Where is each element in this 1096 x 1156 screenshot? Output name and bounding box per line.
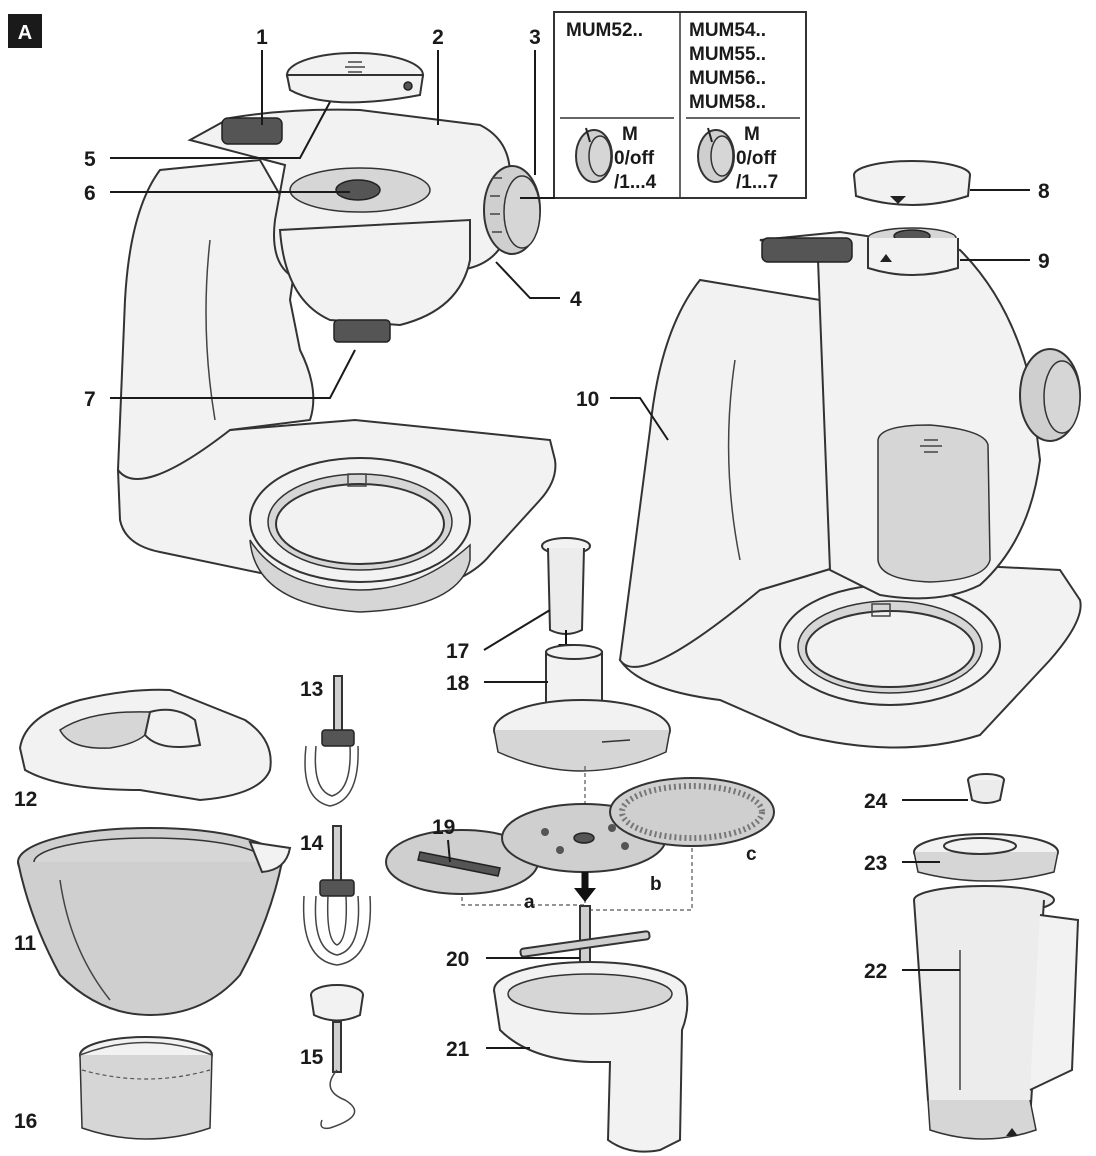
processor-lid — [493, 644, 671, 772]
disc-letter-b: b — [650, 874, 662, 895]
callout-6: 6 — [84, 182, 96, 205]
callout-4: 4 — [570, 288, 582, 311]
processor-bowl — [493, 961, 689, 1153]
setting-right-off: 0/off — [736, 148, 777, 169]
callout-19: 19 — [432, 816, 455, 839]
setting-right-m: M — [744, 124, 760, 145]
mixer-upright-unit — [618, 160, 1082, 749]
callout-5: 5 — [84, 148, 96, 171]
disc-letter-a: a — [524, 892, 535, 913]
outlet-cap — [853, 160, 971, 206]
accessory-bag — [79, 1036, 213, 1140]
callout-15: 15 — [300, 1046, 324, 1069]
callout-7: 7 — [84, 388, 96, 411]
callout-labels: 1 2 3 4 5 6 7 8 9 10 11 12 13 14 15 16 1… — [14, 26, 1050, 1133]
callout-leaders — [110, 50, 1030, 1049]
splash-guard — [18, 688, 272, 802]
setting-left-off: 0/off — [614, 148, 655, 169]
callout-13: 13 — [300, 678, 323, 701]
mixing-bowl — [17, 827, 292, 1017]
figure-badge: A — [8, 14, 42, 48]
callout-20: 20 — [446, 948, 469, 971]
callout-8: 8 — [1038, 180, 1050, 203]
measuring-cup — [967, 773, 1005, 804]
speed-dial — [483, 165, 541, 255]
pusher — [541, 537, 591, 635]
callout-23: 23 — [864, 852, 887, 875]
callout-9: 9 — [1038, 250, 1050, 273]
callout-21: 21 — [446, 1038, 470, 1061]
dial-icon-left — [575, 127, 613, 183]
model-label-mum58: MUM58.. — [689, 92, 766, 113]
callout-22: 22 — [864, 960, 887, 983]
figure-badge-text: A — [18, 22, 32, 44]
blender-set — [913, 773, 1080, 1140]
model-label-mum55: MUM55.. — [689, 44, 766, 65]
stirring-hook — [310, 984, 364, 1130]
setting-right-range: /1...7 — [736, 172, 778, 193]
whisk-tool — [302, 825, 372, 966]
callout-1: 1 — [256, 26, 268, 49]
callout-11: 11 — [14, 932, 37, 955]
callout-10: 10 — [576, 388, 599, 411]
dial-icon-right — [697, 127, 735, 183]
model-variant-box: MUM52.. MUM54.. MUM55.. MUM56.. MUM58.. … — [553, 11, 807, 199]
model-label-mum56: MUM56.. — [689, 68, 766, 89]
food-processor-set — [385, 537, 775, 1153]
model-label-mum54: MUM54.. — [689, 20, 766, 41]
callout-14: 14 — [300, 832, 324, 855]
blender-jug — [913, 885, 1080, 1140]
callout-24: 24 — [864, 790, 888, 813]
callout-16: 16 — [14, 1110, 37, 1133]
model-label-mum52: MUM52.. — [566, 20, 643, 41]
setting-left-m: M — [622, 124, 638, 145]
setting-left-range: /1...4 — [614, 172, 657, 193]
callout-17: 17 — [446, 640, 469, 663]
blender-lid — [913, 833, 1059, 882]
callout-12: 12 — [14, 788, 37, 811]
callout-2: 2 — [432, 26, 444, 49]
kneading-tool — [304, 675, 359, 807]
fine-disc-c — [609, 777, 775, 847]
drive-cover-lid — [285, 52, 425, 104]
callout-18: 18 — [446, 672, 470, 695]
mixer-main-unit — [116, 52, 557, 613]
callout-3: 3 — [529, 26, 541, 49]
disc-letter-c: c — [746, 844, 757, 865]
